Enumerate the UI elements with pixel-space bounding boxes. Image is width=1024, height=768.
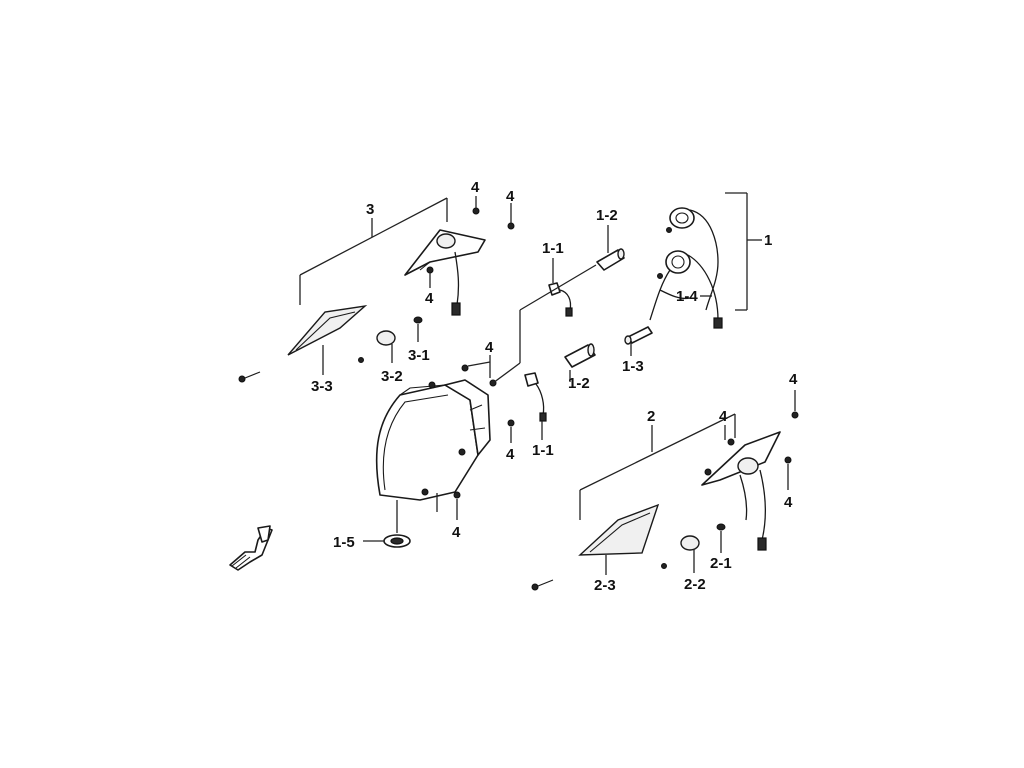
- bulb-1-3: [624, 326, 653, 345]
- leader-headlight-link: [492, 264, 597, 384]
- label-1-2-mid: 1-2: [568, 375, 590, 392]
- screws-group-2: [531, 411, 799, 591]
- headlight-screws: [436, 355, 515, 520]
- leaders-group-3: [322, 196, 512, 375]
- direction-front-icon: [229, 525, 273, 571]
- bulb-1-1-lower: [524, 372, 547, 422]
- group-2-bracket: [579, 413, 736, 520]
- label-1-4: 1-4: [676, 288, 698, 305]
- label-3-1: 3-1: [408, 347, 430, 364]
- label-4-i: 4: [452, 524, 461, 541]
- bulb-1-1-upper: [548, 282, 573, 317]
- label-1-5: 1-5: [333, 534, 355, 551]
- label-2-1: 2-1: [710, 555, 732, 572]
- label-4-d: 4: [485, 339, 494, 356]
- socket-1-2-upper: [596, 248, 625, 271]
- group-3-bracket: [299, 197, 448, 305]
- right-lens-2-3: [578, 503, 660, 556]
- left-turn-signal-housing: [404, 229, 486, 316]
- label-4-f: 4: [719, 408, 728, 425]
- label-3-2: 3-2: [381, 368, 403, 385]
- label-2-2: 2-2: [684, 576, 706, 593]
- label-4-e: 4: [789, 371, 798, 388]
- socket-1-2-middle: [564, 343, 596, 368]
- label-3-3: 3-3: [311, 378, 333, 395]
- wire-harness-1: [649, 207, 723, 329]
- label-3: 3: [366, 201, 374, 218]
- headlight-assembly: [375, 379, 491, 501]
- right-turn-signal-housing: [701, 431, 781, 551]
- group-1-bracket: [725, 192, 762, 311]
- label-1-1-top: 1-1: [542, 240, 564, 257]
- screws-group-3: [238, 207, 515, 383]
- label-4-h: 4: [784, 494, 793, 511]
- socket-2-1: [716, 523, 726, 531]
- bulb-2-2: [680, 535, 700, 551]
- left-lens-3-3: [287, 304, 368, 356]
- grommet-1-5: [383, 534, 411, 548]
- socket-3-1: [413, 316, 423, 324]
- label-1-1-bot: 1-1: [532, 442, 554, 459]
- bulb-3-2: [376, 330, 396, 346]
- label-1-2-top: 1-2: [596, 207, 618, 224]
- label-4-g: 4: [506, 446, 515, 463]
- label-2-3: 2-3: [594, 577, 616, 594]
- label-4-b: 4: [506, 188, 515, 205]
- label-1-3: 1-3: [622, 358, 644, 375]
- label-4-c: 4: [425, 290, 434, 307]
- label-2: 2: [647, 408, 655, 425]
- leaders-group-2: [605, 390, 796, 575]
- label-1: 1: [764, 232, 772, 249]
- label-4-a: 4: [471, 179, 480, 196]
